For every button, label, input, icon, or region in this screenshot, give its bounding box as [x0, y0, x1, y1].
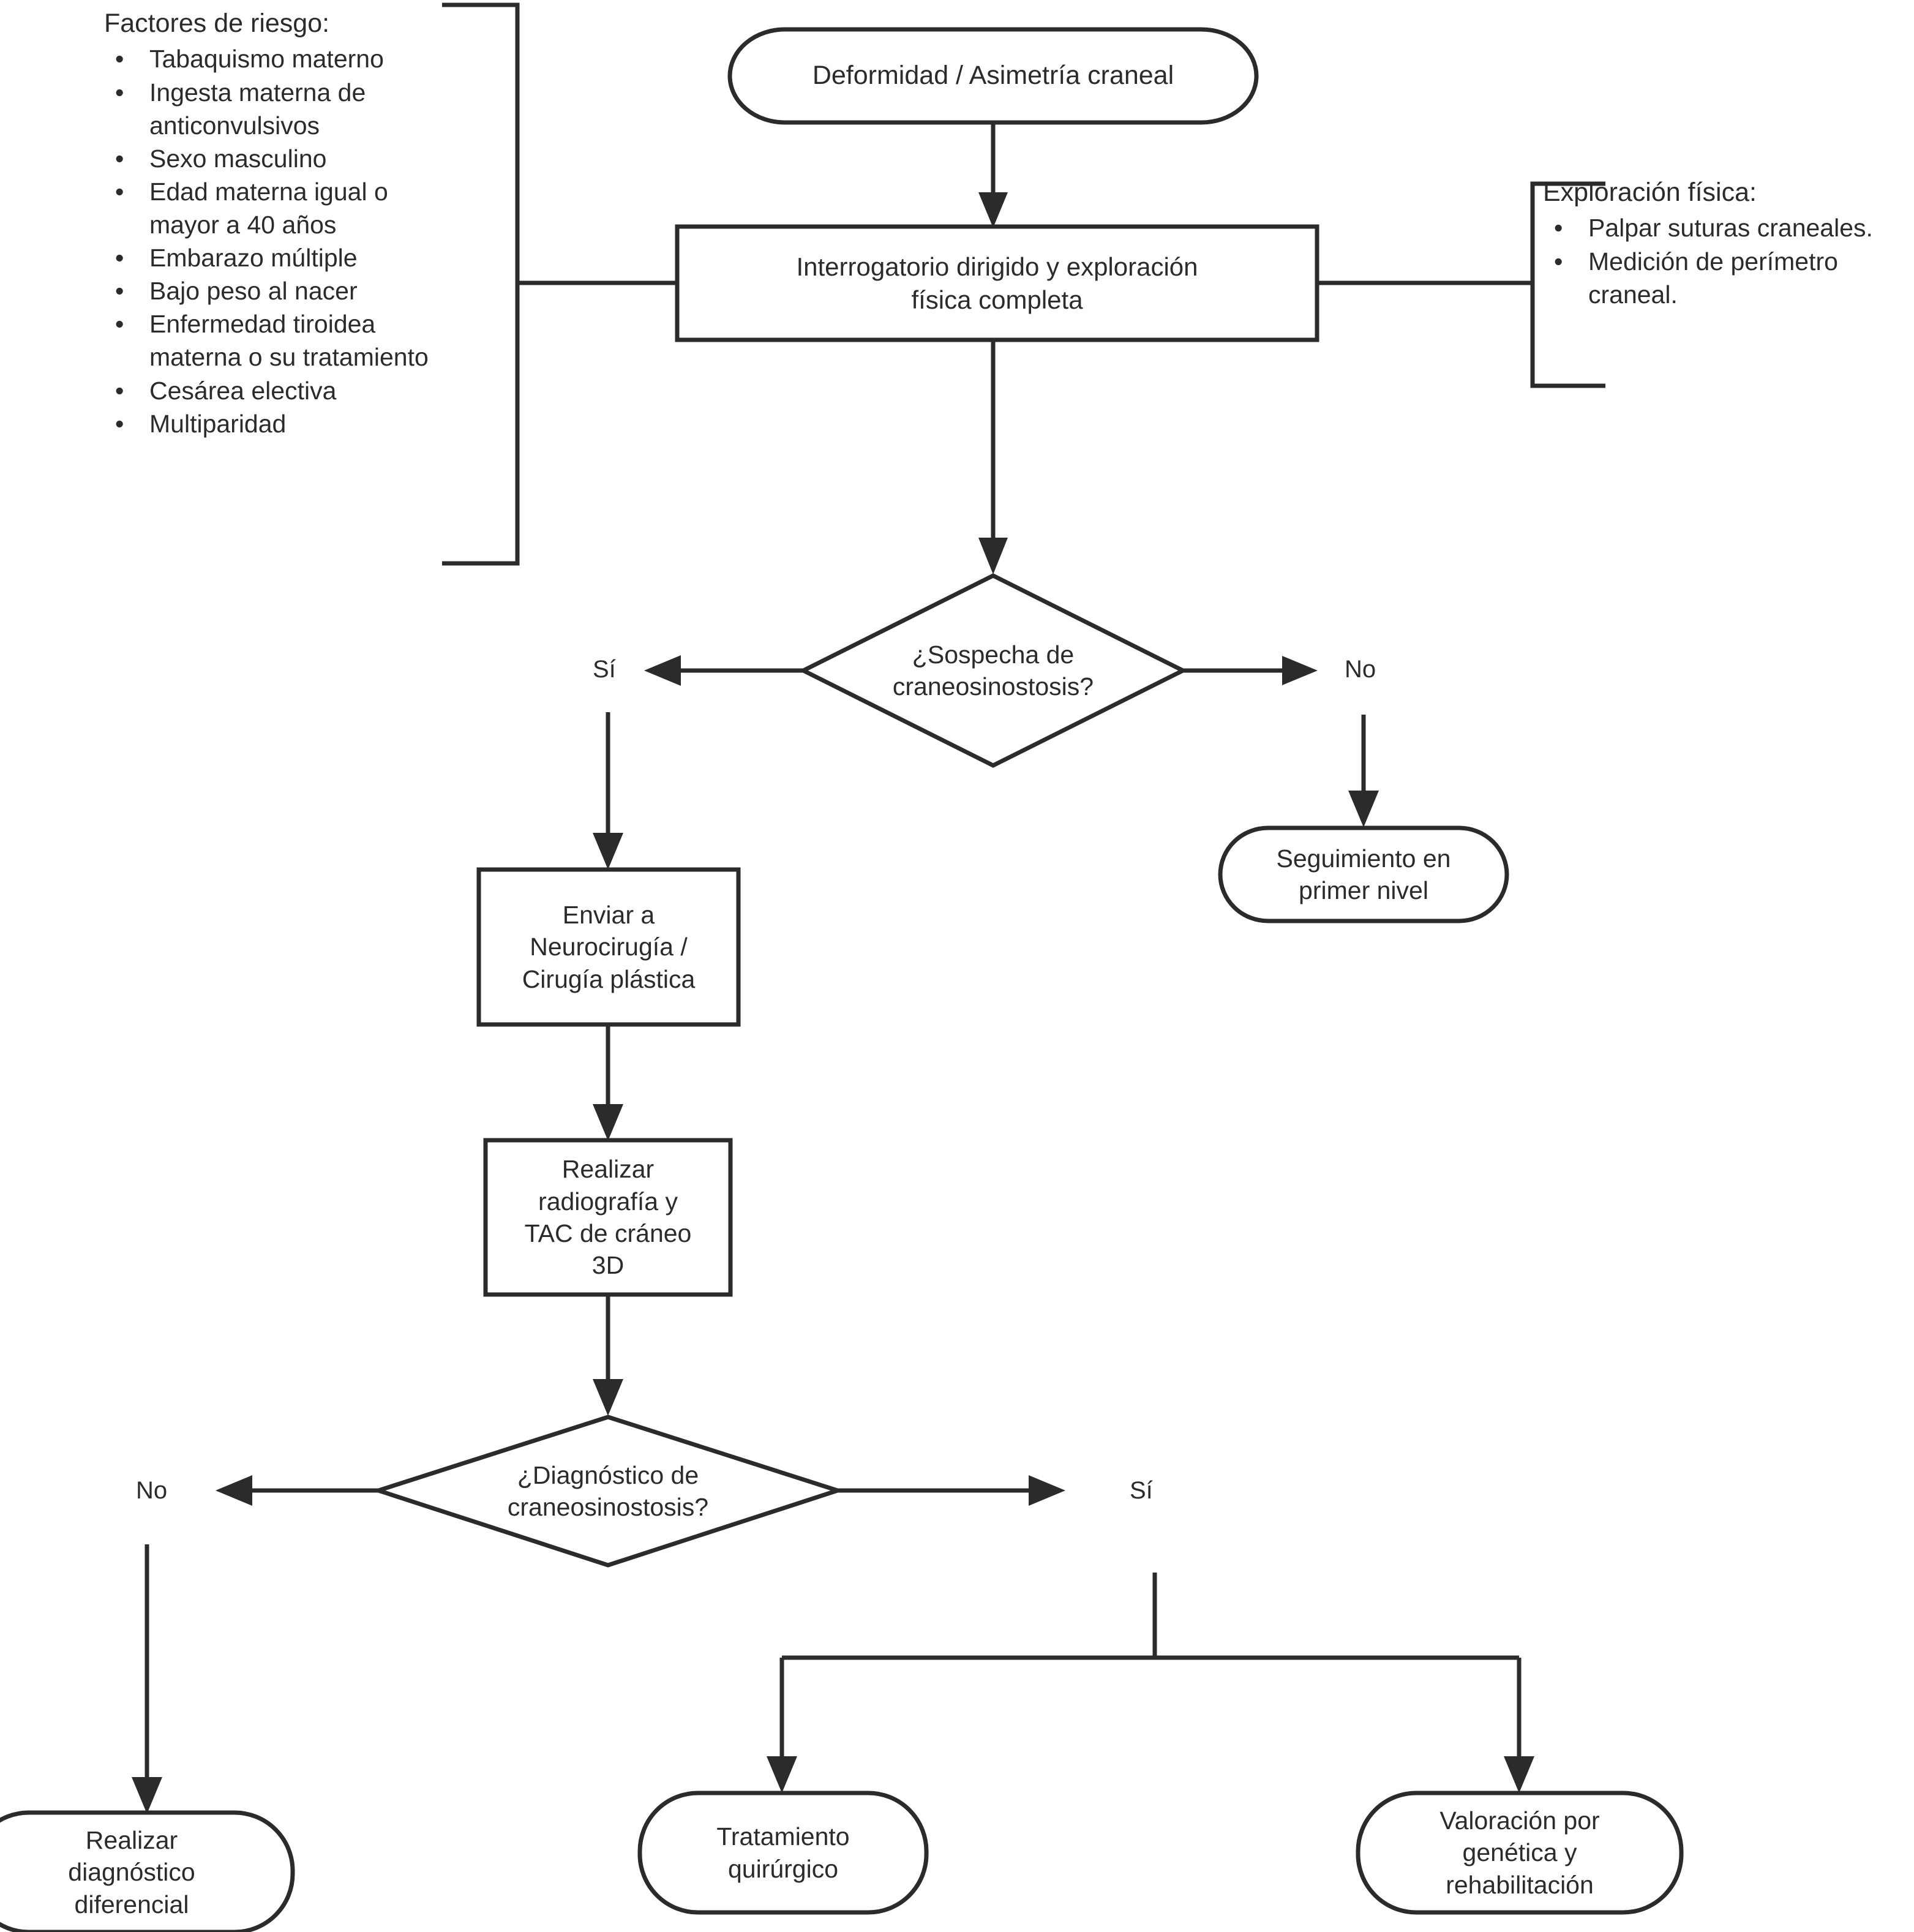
edge-label-suspicion-yes: Sí: [593, 656, 616, 683]
node-followup-shape: [1218, 825, 1509, 923]
arrowhead-imaging-to-decision-diagnosis: [593, 1379, 623, 1416]
node-differential-shape: [0, 1810, 295, 1932]
arrowhead-yes-to-genetics: [1504, 1756, 1534, 1793]
risk-factor-item: • Ingesta materna de anticonvulsivos: [104, 76, 447, 142]
bullet-icon: •: [115, 376, 124, 405]
physical-exam-item: • Palpar suturas craneales.: [1543, 211, 1898, 244]
risk-factor-label: Edad materna igual o mayor a 40 años: [149, 177, 388, 239]
arrowhead-decision-suspicion-yes: [644, 655, 681, 686]
physical-exam-panel: Exploración física: • Palpar suturas cran…: [1543, 178, 1898, 311]
physical-exam-list: • Palpar suturas craneales. • Medición de …: [1543, 211, 1898, 310]
node-imaging-shape: [483, 1138, 733, 1297]
risk-factor-item: • Bajo peso al nacer: [104, 274, 447, 307]
edge-label-diagnosis-yes: Sí: [1130, 1477, 1153, 1504]
risk-factors-bracket: [442, 2, 520, 566]
physical-exam-title: Exploración física:: [1543, 178, 1757, 207]
risk-factor-label: Cesárea electiva: [149, 376, 337, 405]
connector-diagnosis-yes-split: [779, 1573, 1522, 1770]
node-refer-shape: [476, 867, 741, 1027]
arrowhead-yes-to-refer: [593, 833, 623, 870]
arrowhead-no-to-followup: [1348, 791, 1379, 827]
arrowhead-decision-suspicion-no: [1282, 656, 1318, 685]
bullet-icon: •: [115, 177, 124, 206]
node-surgery-shape: [637, 1791, 929, 1915]
risk-factor-item: • Enfermedad tiroidea materna o su tratam…: [104, 307, 447, 374]
bullet-icon: •: [115, 144, 124, 173]
arrowhead-historyexam-to-decision-suspicion: [978, 538, 1008, 574]
node-decision-diagnosis-shape: [371, 1415, 845, 1568]
bullet-icon: •: [115, 310, 124, 339]
risk-factor-item: • Sexo masculino: [104, 142, 447, 175]
risk-factor-label: Bajo peso al nacer: [149, 277, 358, 306]
risk-factor-label: Embarazo múltiple: [149, 244, 358, 273]
physical-exam-label: Palpar suturas craneales.: [1588, 214, 1873, 242]
bullet-icon: •: [1554, 247, 1563, 276]
risk-factor-label: Tabaquismo materno: [149, 45, 384, 73]
node-genetics-rehab-shape: [1356, 1791, 1684, 1915]
node-decision-suspicion-shape: [798, 573, 1188, 768]
risk-factors-title: Factores de riesgo:: [104, 9, 330, 38]
bullet-icon: •: [115, 409, 124, 438]
arrowhead-diagnosis-no-to-differential: [132, 1777, 162, 1814]
physical-exam-item: • Medición de perímetro craneal.: [1543, 245, 1898, 311]
risk-factor-item: • Cesárea electiva: [104, 374, 447, 407]
risk-factor-label: Ingesta materna de anticonvulsivos: [149, 78, 366, 140]
node-start-shape: [727, 27, 1259, 125]
risk-factors-list: • Tabaquismo materno • Ingesta materna de …: [104, 42, 447, 440]
risk-factor-label: Enfermedad tiroidea materna o su tratami…: [149, 310, 429, 372]
arrowhead-yes-to-surgery: [767, 1756, 797, 1793]
arrowhead-start-to-historyexam: [978, 192, 1008, 228]
bullet-icon: •: [115, 277, 124, 306]
bullet-icon: •: [1554, 214, 1563, 242]
arrowhead-refer-to-imaging: [593, 1104, 623, 1141]
physical-exam-label: Medición de perímetro craneal.: [1588, 247, 1838, 309]
arrowhead-decision-diagnosis-yes: [1029, 1475, 1065, 1506]
risk-factor-item: • Multiparidad: [104, 407, 447, 440]
risk-factor-item: • Tabaquismo materno: [104, 42, 447, 75]
bullet-icon: •: [115, 244, 124, 273]
risk-factor-item: • Embarazo múltiple: [104, 241, 447, 274]
bullet-icon: •: [115, 45, 124, 73]
bullet-icon: •: [115, 78, 124, 107]
risk-factor-label: Multiparidad: [149, 409, 287, 438]
risk-factor-label: Sexo masculino: [149, 144, 327, 173]
risk-factor-item: • Edad materna igual o mayor a 40 años: [104, 175, 447, 241]
risk-factors-panel: Factores de riesgo: • Tabaquismo materno …: [104, 9, 447, 440]
edge-label-diagnosis-no: No: [136, 1477, 168, 1504]
node-history-exam-shape: [675, 224, 1319, 342]
arrowhead-decision-diagnosis-no: [216, 1475, 252, 1506]
edge-label-suspicion-no: No: [1345, 656, 1376, 683]
